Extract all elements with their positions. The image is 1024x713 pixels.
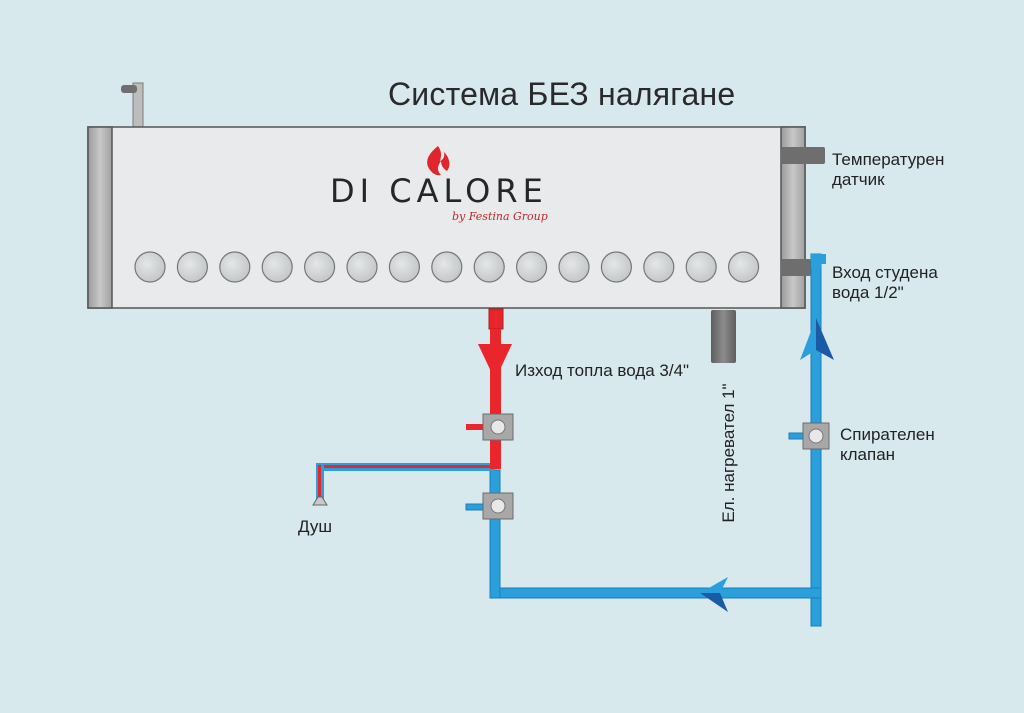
shower-line (312, 463, 495, 506)
cold-mixing-valve (482, 492, 514, 520)
hot-mixing-valve (482, 413, 514, 441)
heater-label-text: Ел. нагревател 1" (719, 383, 738, 523)
vacuum-tube-end (431, 251, 463, 283)
brand-tagline: by Festina Group (452, 210, 548, 223)
hot-outlet-label: Изход топла вода 3/4" (515, 361, 690, 380)
cold-flow-up-arrow-icon (800, 318, 834, 360)
cold-inlet-label: Вход студена вода 1/2" (832, 263, 938, 303)
vacuum-tube-end (643, 251, 675, 283)
vacuum-tubes (134, 251, 760, 283)
vacuum-tube-end (219, 251, 251, 283)
shower-label: Душ (298, 517, 333, 536)
temperature-sensor (781, 147, 825, 164)
vacuum-tube-end (388, 251, 420, 283)
vacuum-tube-end (727, 251, 760, 283)
temperature-sensor-label: Температурен датчик (832, 150, 944, 190)
vacuum-tube-end (685, 251, 717, 283)
vacuum-tube-end (134, 251, 166, 283)
vacuum-tube-end (558, 251, 590, 283)
vacuum-tube-end (600, 251, 633, 283)
cold-flow-left-arrow-icon (700, 577, 728, 612)
heater-label: Ел. нагревател 1" (718, 378, 738, 528)
vacuum-tube-end (304, 251, 336, 283)
vacuum-tube-end (346, 251, 378, 283)
shutoff-valve (802, 422, 830, 450)
temperature-sensor-label-line2: датчик (832, 170, 885, 189)
vacuum-tube-end (515, 251, 548, 283)
vacuum-tube-end (261, 251, 293, 283)
shutoff-valve-label-line1: Спирателен (840, 425, 935, 444)
vacuum-tube-end (473, 251, 505, 283)
hot-water-pipe (466, 308, 504, 469)
diagram-title: Система БЕЗ налягане (388, 76, 736, 112)
tank-left-cap (87, 126, 113, 309)
vacuum-tube-end (176, 251, 208, 283)
air-vent (121, 82, 144, 128)
cold-water-pipe (465, 253, 826, 627)
cold-inlet-fitting (781, 259, 811, 276)
flame-icon (427, 146, 450, 176)
temperature-sensor-label-line1: Температурен (832, 150, 945, 169)
brand-logo-text: DI CALORE (330, 172, 548, 210)
cold-inlet-label-line1: Вход студена (832, 263, 938, 282)
cold-inlet-label-line2: вода 1/2" (832, 283, 904, 302)
electric-heater (711, 310, 736, 363)
shutoff-valve-label-line2: клапан (840, 445, 896, 464)
hot-flow-down-arrow-icon (478, 344, 512, 380)
shower-head-icon (312, 496, 328, 506)
shutoff-valve-label: Спирателен клапан (840, 425, 935, 465)
